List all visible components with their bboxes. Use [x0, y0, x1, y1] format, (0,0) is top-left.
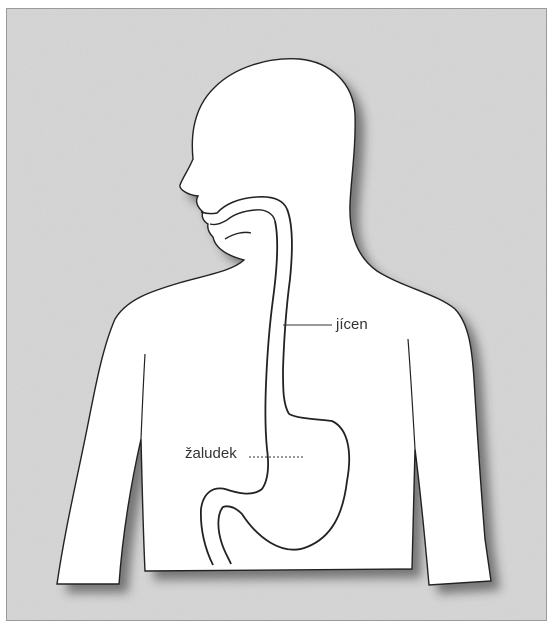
- body-diagram: [7, 9, 547, 621]
- diagram-frame: jícen žaludek: [6, 8, 547, 621]
- stomach-label: žaludek: [185, 446, 237, 461]
- esophagus-label: jícen: [336, 317, 368, 332]
